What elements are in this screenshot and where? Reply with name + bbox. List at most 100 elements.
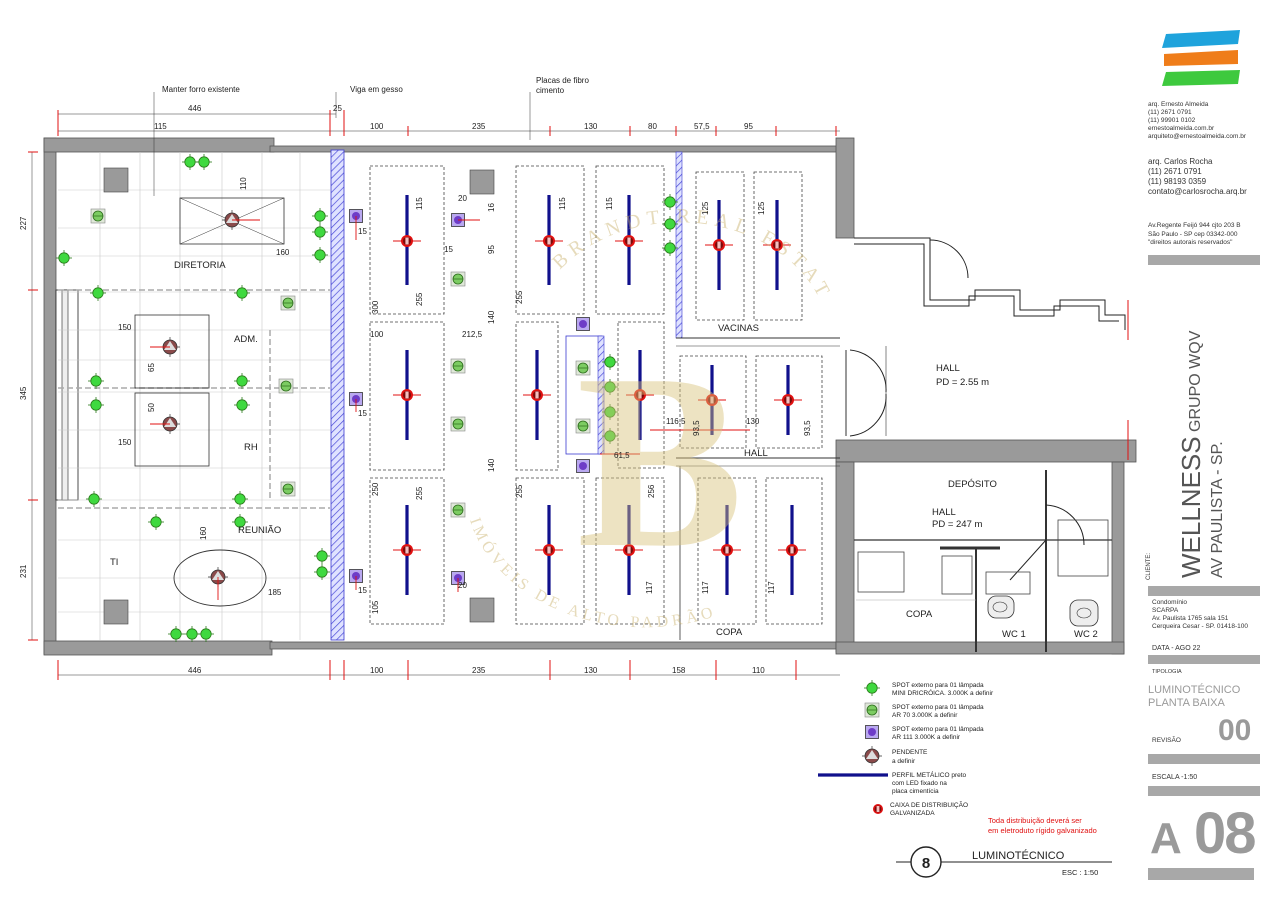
- dim-bottom-158: 158: [672, 666, 686, 675]
- dim-int: 20: [458, 581, 467, 590]
- room-reuniao: REUNIÃO: [238, 525, 281, 536]
- logo-stripe: [1164, 50, 1238, 66]
- sheet-letter: A: [1150, 814, 1182, 863]
- architect-2-phone1: (11) 2671 0791: [1148, 167, 1202, 176]
- legend-pendant-icon: [861, 745, 883, 767]
- dim-int: 117: [701, 581, 710, 594]
- condo-city: Cerqueira Cesar - SP. 01418-100: [1152, 623, 1248, 630]
- legend-junction-box-icon: [873, 804, 883, 814]
- watermark-arc-top: BRANDT REAL ESTATE: [0, 0, 830, 305]
- legend-text: PERFIL METÁLICO preto: [892, 770, 967, 779]
- dim-int: 160: [276, 248, 290, 257]
- dim-int: 116,5: [666, 417, 686, 426]
- legend-text: PENDENTE: [892, 749, 928, 756]
- divider-bar: [1148, 786, 1260, 796]
- wiring-marks: [150, 216, 750, 600]
- dim-int: 115: [558, 197, 567, 210]
- dim-int: 117: [767, 581, 776, 594]
- drawing-scale: ESC : 1:50: [1062, 868, 1098, 877]
- architect-2: arq. Carlos Rocha (11) 2671 0791 (11) 98…: [1148, 157, 1247, 197]
- address-line-1: Av.Regente Feijó 944 cjto 203 B: [1148, 222, 1241, 229]
- condo-label: Condomínio: [1152, 599, 1188, 606]
- dim-int: 150: [118, 438, 132, 447]
- legend-text: placa cimentícia: [892, 788, 939, 795]
- dim-int: 130: [746, 417, 760, 426]
- dim-int: 125: [757, 201, 766, 215]
- dim-int: 255: [415, 292, 424, 306]
- drawing-title: LUMINOTÉCNICO: [972, 849, 1065, 862]
- room-hall-main: HALL: [936, 363, 960, 374]
- dim-int: 256: [647, 484, 656, 498]
- warning-line-2: em eletroduto rígido galvanizado: [988, 826, 1097, 835]
- room-labels: DIRETORIA ADM. RH REUNIÃO TI VACINAS HAL…: [110, 260, 1098, 640]
- dim-bottom-110: 110: [752, 666, 765, 675]
- cement-panels: [369, 165, 823, 625]
- dim-int: 115: [415, 197, 424, 210]
- tipologia: LUMINOTÉCNICO PLANTA BAIXA: [1148, 684, 1240, 710]
- svg-text:BRANDT REAL ESTATE: BRANDT REAL ESTATE: [0, 0, 836, 305]
- dim-int: 15: [444, 245, 453, 254]
- dim-bottom-130: 130: [584, 666, 598, 675]
- dim-left-345: 345: [19, 386, 28, 400]
- dim-int: 110: [239, 177, 248, 190]
- dim-int: 212,5: [462, 330, 483, 339]
- architect-1-phone1: (11) 2671 0791: [1148, 109, 1192, 116]
- room-ti: TI: [110, 557, 118, 568]
- ceiling-grid: [58, 152, 330, 640]
- room-wc2: WC 2: [1074, 629, 1098, 640]
- architect-1-name: arq. Ernesto Almeida: [1148, 101, 1209, 108]
- dim-int: 65: [147, 363, 156, 372]
- divider-bar: [1148, 255, 1260, 265]
- divider-bar: [1148, 754, 1260, 764]
- tipologia-label: TIPOLOGIA: [1152, 669, 1182, 675]
- dim-top-25: 25: [333, 104, 342, 113]
- legend-text: AR 111 3.000K a definir: [892, 734, 961, 741]
- dim-int: 250: [371, 482, 380, 496]
- architect-1-email: arquiteto@ernestoalmeida.com.br: [1148, 133, 1247, 140]
- dim-top-115: 115: [154, 122, 167, 131]
- tipologia-line-1: LUMINOTÉCNICO: [1148, 684, 1241, 696]
- architect-1-phone2: (11) 99901 0102: [1148, 117, 1196, 124]
- dim-int: 115: [605, 197, 614, 210]
- dim-int: 100: [370, 330, 384, 339]
- condominium-block: Condomínio SCARPA Av. Paulista 1765 sala…: [1152, 599, 1248, 631]
- dim-bottom-235: 235: [472, 666, 486, 675]
- room-adm: ADM.: [234, 334, 258, 345]
- room-hall-corridor: HALL: [744, 448, 768, 459]
- room-hall-small-pd: PD = 247 m: [932, 519, 983, 530]
- dim-top-446: 446: [188, 104, 202, 113]
- legend: SPOT externo para 01 lâmpada MINI DRICRÓ…: [818, 679, 1097, 835]
- drawing-tag: 8 LUMINOTÉCNICO ESC : 1:50: [896, 846, 1112, 878]
- revision-label: REVISÃO: [1152, 737, 1181, 744]
- dim-bottom-446: 446: [188, 666, 202, 675]
- address-line-2: São Paulo - SP cep 03342-000: [1148, 230, 1238, 238]
- legend-ar70-icon: [864, 702, 880, 718]
- logo-stripe: [1162, 30, 1240, 48]
- dim-int: 255: [515, 484, 524, 498]
- dim-int: 255: [515, 290, 524, 304]
- room-hall-main-pd: PD = 2.55 m: [936, 377, 989, 388]
- drawing-number: 8: [922, 855, 930, 872]
- legend-minidicroica-icon: [863, 679, 881, 697]
- dim-left-231: 231: [19, 564, 28, 578]
- dim-int: 93,5: [692, 420, 701, 436]
- partitions-left: [58, 167, 495, 625]
- divider-bar: [1148, 655, 1260, 664]
- dim-int: 61,5: [614, 451, 630, 460]
- dim-top-100: 100: [370, 122, 384, 131]
- annotations: Manter forro existente Viga em gesso Pla…: [162, 76, 589, 95]
- dim-int: 160: [199, 526, 208, 540]
- dim-int: 95: [487, 245, 496, 254]
- watermark: B BRANDT REAL ESTATE IMÓVEIS DE ALTO PAD…: [0, 0, 836, 631]
- service-rooms: [854, 470, 1112, 652]
- dimension-lines: [28, 92, 840, 680]
- dim-int: 15: [358, 409, 367, 418]
- dim-int: 300: [371, 300, 380, 314]
- tipologia-line-2: PLANTA BAIXA: [1148, 697, 1225, 709]
- dim-top-95: 95: [744, 122, 753, 131]
- dim-left-227: 227: [19, 216, 28, 230]
- company-logo: [1162, 30, 1240, 86]
- room-copa-1: COPA: [906, 609, 933, 620]
- project-line-2: AV PAULISTA - SP.: [1209, 441, 1226, 578]
- dim-int: 105: [371, 600, 380, 614]
